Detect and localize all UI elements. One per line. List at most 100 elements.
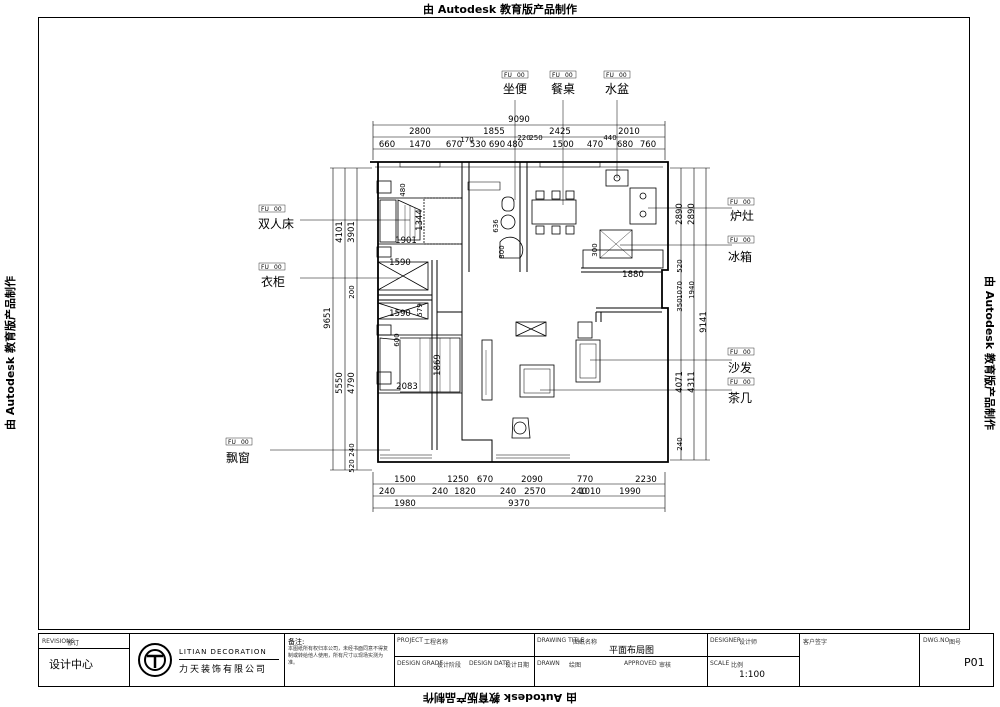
- drawn-label: DRAWN: [537, 660, 560, 667]
- svg-text:1070: 1070: [676, 281, 684, 299]
- svg-text:579: 579: [416, 303, 424, 316]
- svg-text:4790: 4790: [347, 372, 357, 394]
- svg-text:9370: 9370: [508, 499, 530, 509]
- drawing-title-cn: 图纸名称: [573, 639, 598, 646]
- svg-text:5550: 5550: [335, 372, 345, 394]
- svg-text:00: 00: [743, 199, 751, 206]
- drawing-frame: [38, 17, 970, 630]
- svg-text:茶几: 茶几: [728, 390, 752, 405]
- revisions-cn: 修订: [67, 640, 80, 647]
- design-center: 设计中心: [49, 658, 93, 671]
- svg-text:240: 240: [571, 487, 587, 497]
- drawn-cn: 绘图: [569, 662, 582, 669]
- svg-text:800: 800: [498, 245, 506, 258]
- svg-text:00: 00: [619, 72, 627, 79]
- svg-text:480: 480: [507, 140, 523, 150]
- svg-text:1590: 1590: [389, 309, 411, 319]
- title-block: REVISIONS 修订 设计中心 LITIAN DECORATION 力天装饰…: [38, 633, 994, 687]
- svg-text:飘窗: 飘窗: [226, 451, 250, 465]
- company-logo-icon: [138, 643, 172, 677]
- svg-text:240: 240: [500, 487, 516, 497]
- svg-text:1590: 1590: [389, 258, 411, 268]
- svg-text:FU: FU: [730, 237, 738, 244]
- drawing-title-label: DRAWING TITLE: [537, 637, 585, 644]
- svg-text:4101: 4101: [335, 221, 345, 243]
- scale-cn: 比例: [731, 662, 744, 669]
- svg-text:300: 300: [591, 243, 599, 256]
- svg-text:冰箱: 冰箱: [728, 249, 752, 264]
- drawing-title: 平面布局图: [609, 646, 655, 656]
- designer-cn: 设计师: [739, 639, 758, 646]
- svg-text:FU: FU: [552, 72, 560, 79]
- svg-text:350: 350: [676, 298, 684, 311]
- scale-value: 1:100: [739, 670, 765, 680]
- design-grade-cn: 设计阶段: [437, 662, 462, 669]
- svg-text:1940: 1940: [688, 281, 696, 299]
- svg-text:636: 636: [492, 219, 500, 233]
- svg-text:1500: 1500: [552, 140, 574, 150]
- svg-text:00: 00: [565, 72, 573, 79]
- svg-text:FU: FU: [228, 439, 236, 446]
- svg-text:1901: 1901: [395, 236, 417, 246]
- tag-sofa: FU 00 沙发: [727, 347, 755, 375]
- svg-text:470: 470: [587, 140, 603, 150]
- dim-top-overall: 9090: [508, 115, 530, 125]
- notes-label: 备注:: [288, 638, 305, 646]
- svg-text:FU: FU: [730, 349, 738, 356]
- approved-cn: 审核: [659, 662, 672, 669]
- svg-text:1880: 1880: [622, 270, 644, 280]
- svg-text:炉灶: 炉灶: [730, 209, 754, 223]
- svg-text:2090: 2090: [521, 475, 543, 485]
- svg-text:170: 170: [460, 136, 473, 144]
- svg-text:760: 760: [640, 140, 656, 150]
- svg-text:2083: 2083: [396, 382, 418, 392]
- svg-text:00: 00: [274, 264, 282, 271]
- svg-text:9651: 9651: [323, 307, 333, 329]
- svg-text:1869: 1869: [433, 354, 443, 376]
- svg-text:00: 00: [241, 439, 249, 446]
- svg-text:480: 480: [399, 183, 407, 196]
- svg-text:4311: 4311: [687, 371, 697, 393]
- svg-text:FU: FU: [504, 72, 512, 79]
- svg-text:240: 240: [432, 487, 448, 497]
- tag-stove: FU 00 炉灶: [727, 197, 755, 223]
- svg-text:690: 690: [489, 140, 505, 150]
- svg-text:4071: 4071: [675, 371, 685, 393]
- dim-top-2800: 2800: [409, 127, 431, 137]
- approved-label: APPROVED: [624, 660, 657, 667]
- dwg-no: P01: [964, 656, 985, 669]
- svg-text:200: 200: [348, 285, 356, 298]
- svg-text:FU: FU: [261, 264, 269, 271]
- svg-text:00: 00: [274, 206, 282, 213]
- svg-text:240: 240: [676, 437, 684, 450]
- svg-text:520: 520: [676, 259, 684, 272]
- svg-text:250: 250: [529, 134, 542, 142]
- svg-text:2230: 2230: [635, 475, 657, 485]
- svg-text:520: 520: [348, 459, 356, 472]
- svg-text:FU: FU: [730, 199, 738, 206]
- designer-label: DESIGNER: [710, 637, 742, 644]
- notes-text: 本图纸所有权归本公司，未经书面同意不得复制或转给他人使用，所有尺寸以现场实测为准…: [288, 646, 389, 666]
- svg-text:1470: 1470: [409, 140, 431, 150]
- svg-text:FU: FU: [606, 72, 614, 79]
- svg-text:1344: 1344: [415, 209, 425, 231]
- svg-text:1990: 1990: [619, 487, 641, 497]
- company-name-en: LITIAN DECORATION: [179, 648, 267, 656]
- svg-text:530: 530: [470, 140, 486, 150]
- design-grade-label: DESIGN GRADE: [397, 660, 444, 667]
- svg-text:00: 00: [743, 349, 751, 356]
- svg-text:2570: 2570: [524, 487, 546, 497]
- svg-text:2890: 2890: [687, 203, 697, 225]
- svg-text:00: 00: [517, 72, 525, 79]
- svg-text:沙发: 沙发: [728, 360, 752, 375]
- svg-text:770: 770: [577, 475, 593, 485]
- svg-text:1500: 1500: [394, 475, 416, 485]
- tag-bay-window: FU 00 飘窗: [225, 437, 253, 465]
